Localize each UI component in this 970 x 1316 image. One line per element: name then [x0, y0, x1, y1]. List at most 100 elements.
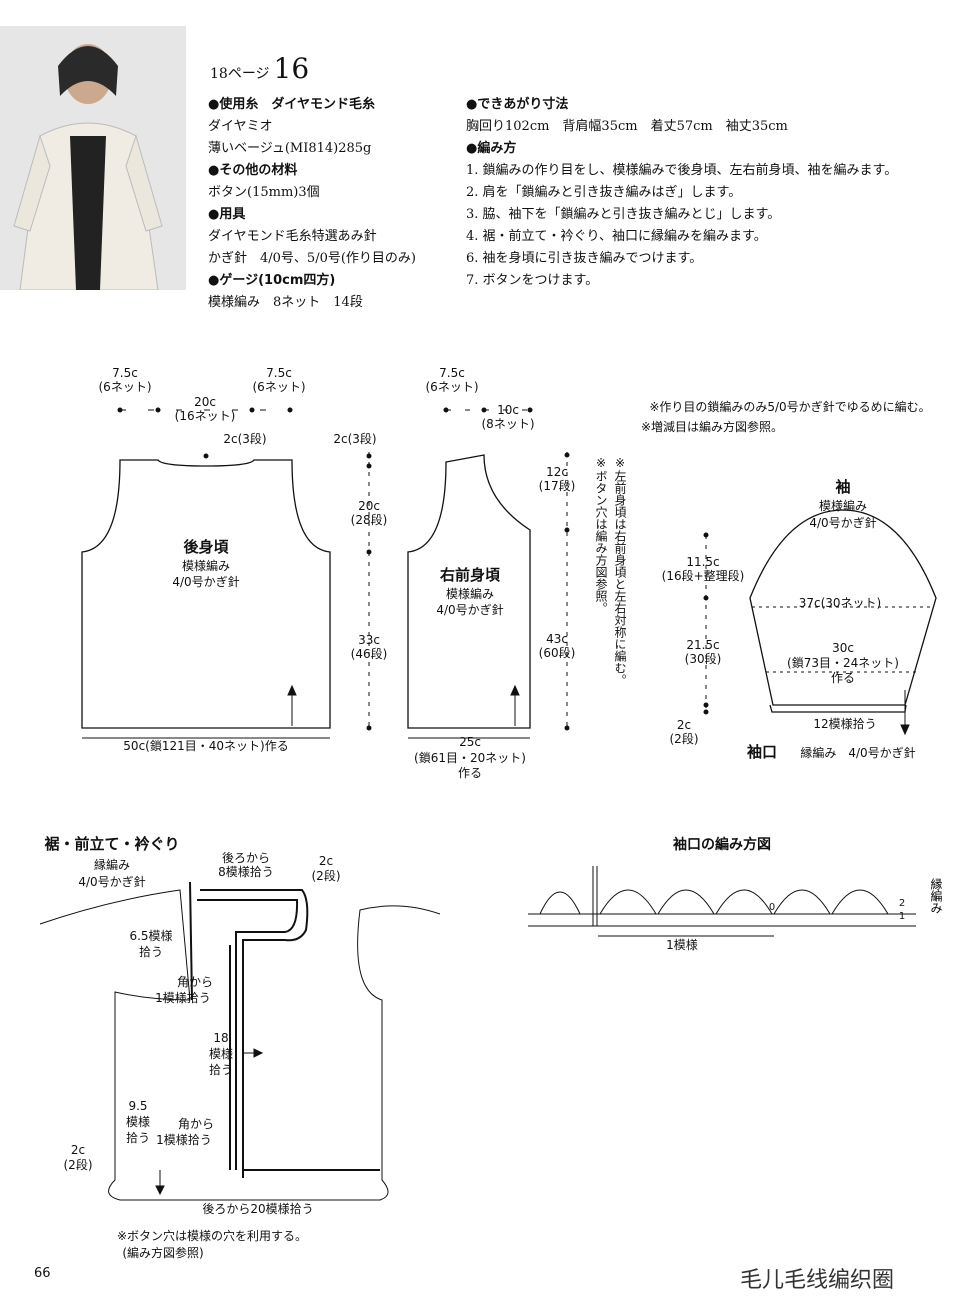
model-illustration [0, 26, 186, 290]
sleeve-d2: 37c(30ネット) [799, 596, 882, 610]
cuff-row-1: 1 [899, 911, 905, 922]
note-2: ※増減目は編み方図参照。 [641, 419, 783, 434]
border-l7b: 1模様拾う [156, 1132, 212, 1147]
pattern-number: 16 [273, 52, 310, 85]
step-line: 7. ボタンをつけます。 [466, 273, 599, 288]
front-vnote-1: ※左前身頃は右前身頃と左右対称に編む。 [613, 456, 627, 686]
border-l1: 後ろから [222, 851, 270, 865]
sleeve-d5b: (2段) [670, 731, 699, 746]
model-photo [0, 26, 186, 290]
border-l2b: (2段) [312, 868, 341, 883]
cuff-row-0: 0 [769, 902, 775, 913]
sleeve-d4c: 作る [831, 671, 855, 685]
note-1: ※作り目の鎖編みのみ5/0号かぎ針でゆるめに編む。 [649, 399, 930, 414]
spec-line: ●使用糸 ダイヤモンド毛糸 [208, 97, 375, 112]
border-l8: 2c [71, 1143, 85, 1157]
border-l5c: 拾う [209, 1062, 233, 1077]
spec-line: ダイヤモンド毛糸特選あみ針 [208, 229, 377, 244]
border-title: 裾・前立て・衿ぐり [44, 835, 179, 853]
back-d5: 2c(3段) [333, 431, 376, 446]
front-bottom2: (鎖61目・20ネット) [414, 750, 526, 765]
border-hook: 4/0号かぎ針 [78, 874, 145, 889]
border-body-outline [39, 889, 441, 1201]
back-d1: 7.5c [112, 366, 138, 380]
sleeve-pattern: 模様編み [819, 498, 867, 513]
sleeve-cuff [769, 704, 907, 713]
cuff-title: 袖口 [747, 743, 777, 761]
front-band [189, 881, 380, 1178]
cuff-chart-title: 袖口の編み方図 [673, 836, 771, 853]
back-bottom: 50c(鎖121目・40ネット)作る [123, 738, 288, 753]
spec-line: ●編み方 [466, 141, 517, 156]
front-title: 右前身頃 [440, 566, 501, 584]
back-title: 後身頃 [182, 538, 229, 556]
border-l4: 角から [177, 975, 213, 989]
border-l8b: (2段) [64, 1157, 93, 1172]
front-d4b: (60段) [539, 645, 576, 660]
spec-line: かぎ針 4/0号、5/0号(作り目のみ) [208, 251, 416, 266]
spec-line: ボタン(15mm)3個 [208, 185, 320, 200]
sleeve-d6: 12模様拾う [813, 716, 876, 731]
border-l3b: 拾う [139, 944, 163, 959]
cuff-chart-unit: 1模様 [666, 938, 698, 952]
border-l6c: 拾う [126, 1130, 150, 1145]
sleeve-d5: 2c [677, 718, 691, 732]
border-l7: 角から [178, 1117, 214, 1131]
border-l4b: 1模様拾う [155, 990, 211, 1005]
front-bottom1: 25c [459, 735, 481, 749]
border-l6: 9.5 [128, 1099, 147, 1113]
spec-line: ダイヤミオ [208, 119, 273, 134]
back-hook: 4/0号かぎ針 [172, 574, 239, 589]
spec-line: 胸回り102cm 背肩幅35cm 着丈57cm 袖丈35cm [466, 119, 788, 134]
front-bottom3: 作る [458, 766, 482, 780]
step-line: 1. 鎖編みの作り目をし、模様編みで後身頃、左右前身頃、袖を編みます。 [466, 163, 898, 178]
border-l9: 後ろから20模様拾う [202, 1201, 313, 1216]
step-line: 4. 裾・前立て・衿ぐり、袖口に縁編みを編みます。 [466, 229, 767, 244]
spec-line: ●用具 [208, 207, 246, 222]
sleeve-d1b: (16段+整理段) [662, 568, 745, 583]
spec-line: ●その他の材料 [208, 163, 298, 178]
spec-line: ●できあがり寸法 [466, 97, 569, 112]
front-band-inner [197, 899, 299, 1170]
front-hook: 4/0号かぎ針 [436, 602, 503, 617]
sleeve-outline [749, 509, 937, 706]
border-foot1: ※ボタン穴は模様の穴を利用する。 [117, 1228, 307, 1243]
spec-line: 薄いベージュ(MI814)285g [208, 141, 372, 156]
back-d3b: (16ネット) [175, 409, 236, 423]
back-d4: 2c(3段) [223, 431, 266, 446]
finished-size-and-steps: ●できあがり寸法 胸回り102cm 背肩幅35cm 着丈57cm 袖丈35cm … [466, 94, 897, 292]
sleeve-d3: 21.5c [686, 638, 719, 652]
back-body-outline [81, 459, 331, 729]
front-d1: 7.5c [439, 366, 465, 380]
back-d6b: (28段) [351, 512, 388, 527]
back-d2b: (6ネット) [253, 380, 306, 394]
cuff-desc: 縁編み 4/0号かぎ針 [800, 745, 915, 760]
sleeve-hook: 4/0号かぎ針 [809, 515, 876, 530]
border-l6b: 模様 [126, 1115, 150, 1129]
back-d1b: (6ネット) [99, 380, 152, 394]
front-pattern: 模様編み [446, 586, 494, 601]
border-foot2: (編み方図参照) [122, 1245, 203, 1260]
front-vnote-2: ※ボタン穴は編み方図参照。 [594, 456, 608, 614]
sleeve-d1: 11.5c [686, 555, 719, 569]
front-body-outline [407, 454, 531, 729]
border-l3: 6.5模様 [129, 929, 172, 943]
border-l1b: 8模様拾う [218, 864, 274, 879]
materials-spec: ●使用糸 ダイヤモンド毛糸 ダイヤミオ 薄いベージュ(MI814)285g ●そ… [208, 94, 416, 314]
front-d2b: (8ネット) [482, 417, 535, 431]
sleeve-d3b: (30段) [685, 651, 722, 666]
cuff-chart-side-label: 縁編み [929, 877, 943, 914]
front-d4: 43c [546, 632, 568, 646]
step-line: 3. 脇、袖下を「鎖編みと引き抜き編みとじ」します。 [466, 207, 781, 222]
step-line: 2. 肩を「鎖編みと引き抜き編みはぎ」します。 [466, 185, 742, 200]
back-d2: 7.5c [266, 366, 292, 380]
sleeve-d4b: (鎖73目・24ネット) [787, 655, 899, 670]
step-line: 6. 袖を身頃に引き抜き編みでつけます。 [466, 251, 703, 266]
sleeve-d4: 30c [832, 641, 854, 655]
front-d1b: (6ネット) [426, 380, 479, 394]
spec-line: 模様編み 8ネット 14段 [208, 295, 363, 310]
back-d3: 20c [194, 395, 216, 409]
sleeve-title: 袖 [835, 478, 850, 496]
back-pattern: 模様編み [182, 558, 230, 573]
front-d3b: (17段) [539, 478, 576, 493]
